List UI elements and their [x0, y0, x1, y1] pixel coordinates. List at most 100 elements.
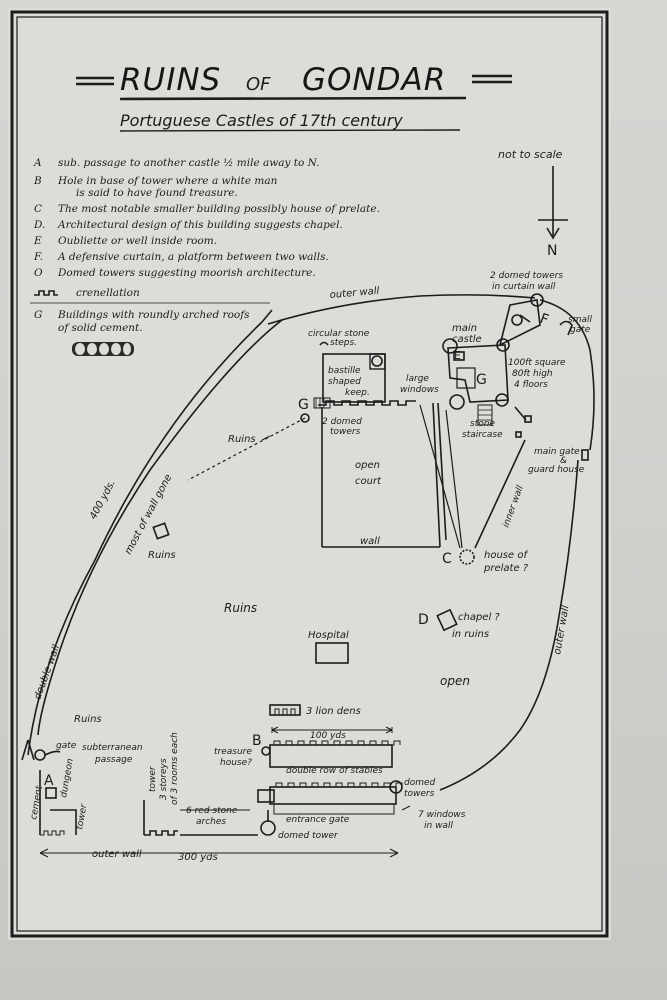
label-tower-1: tower [148, 765, 158, 792]
label-100ft-square: 100ft square [508, 358, 566, 368]
label-7-windows: 7 windows [418, 810, 466, 820]
label-tower-3: of 3 rooms each [170, 732, 180, 805]
label-gate: gate [570, 325, 591, 335]
legend-row-f: F. A defensive curtain, a platform betwee… [33, 251, 329, 263]
label-domed-tower: domed tower [278, 831, 339, 841]
legend-row-d: D.Architectural design of this building … [33, 219, 343, 231]
house-of-prelate [459, 549, 475, 565]
label-gate-sw: gate [56, 741, 77, 751]
double-wall-arrow-icon [21, 739, 35, 761]
crenellation-icon [34, 290, 58, 296]
label-prelate: prelate ? [483, 563, 529, 574]
marker-c: C [442, 551, 452, 567]
label-in-wall: in wall [424, 821, 453, 831]
label-staircase: staircase [462, 430, 503, 440]
compass: not to scale N [498, 148, 568, 259]
paper [8, 8, 611, 940]
label-chapel: chapel ? [458, 612, 500, 623]
label-wall: wall [360, 536, 380, 547]
marker-e: E [454, 349, 461, 362]
label-hospital: Hospital [308, 630, 349, 641]
legend-g-text: Buildings with roundly arched roofs [57, 309, 250, 321]
legend-g-text2: of solid cement. [58, 322, 143, 334]
label-treasure: treasure [214, 747, 252, 757]
title-of: OF [246, 74, 271, 95]
stables [257, 726, 411, 836]
svg-text:F.: F. [33, 251, 43, 263]
label-in-ruins: in ruins [452, 629, 489, 640]
label-open: open [440, 674, 470, 688]
arched-roof-icon [72, 342, 134, 356]
inner-frame [16, 16, 603, 932]
legend-row-o: O Domed towers suggesting moorish archite… [34, 267, 316, 279]
label-arches: arches [196, 817, 226, 827]
outer-walls [21, 294, 595, 791]
label-shaped: shaped [328, 377, 361, 387]
label-entrance-gate: entrance gate [286, 815, 350, 825]
outer-frame [10, 10, 609, 938]
label-domed-2: towers [404, 789, 435, 799]
label-6-red-stone: 6 red stone [186, 806, 238, 816]
label-steps: steps. [330, 338, 357, 348]
main-castle [442, 338, 589, 461]
north-label: N [547, 243, 557, 259]
label-double-row-stables: double row of stables [286, 766, 383, 776]
lion-dens [269, 704, 301, 716]
label-100-yds: 100 yds [310, 731, 346, 741]
svg-text:A: A [33, 157, 42, 169]
label-ruins-2: Ruins [148, 550, 176, 561]
label-windows: windows [400, 385, 439, 395]
label-2-domed-curtain: 2 domed towers [490, 271, 563, 281]
label-large: large [406, 374, 429, 384]
label-ampersand: & [560, 456, 567, 466]
svg-text:E: E [33, 235, 42, 247]
label-4-floors: 4 floors [514, 380, 548, 390]
label-in-curtain-wall: in curtain wall [492, 282, 556, 292]
subtitle: Portuguese Castles of 17th century [120, 111, 403, 130]
ruins-building [152, 522, 170, 540]
svg-text:Domed towers suggesting mooris: Domed towers suggesting moorish architec… [57, 267, 316, 279]
label-tower-left: tower [75, 802, 90, 830]
label-tower-2: 3 storeys [159, 758, 169, 800]
svg-text:C: C [34, 203, 42, 215]
label-guard-house: guard house [528, 465, 585, 475]
label-circular-steps: circular stone [308, 329, 370, 339]
label-small: small [568, 315, 592, 325]
svg-text:O: O [34, 267, 43, 279]
label-main: main [452, 323, 477, 334]
label-300-yds: 300 yds [178, 852, 218, 863]
svg-text:A defensive curtain, a platfor: A defensive curtain, a platform between … [57, 251, 329, 263]
label-house: house? [220, 758, 252, 768]
label-towers: towers [330, 427, 361, 437]
svg-text:The most notable smaller build: The most notable smaller building possib… [58, 203, 380, 215]
label-keep: keep. [345, 388, 370, 398]
label-outer-wall-top: outer wall [329, 286, 380, 301]
not-to-scale-note: not to scale [498, 148, 563, 161]
label-castle: castle [452, 334, 482, 345]
open-court-enclosure [187, 341, 526, 549]
svg-text:D.: D. [33, 219, 45, 231]
label-subterranean: subterranean [82, 743, 143, 753]
label-open-court-1: open [355, 460, 380, 471]
title-block: RUINS OF GONDAR Portuguese Castles of 17… [76, 62, 512, 132]
marker-d: D [418, 612, 429, 628]
label-main-gate: main gate [534, 447, 580, 457]
label-80ft-high: 80ft high [512, 369, 553, 379]
marker-a: A [44, 773, 54, 789]
legend-row-c: C The most notable smaller building possi… [34, 203, 380, 215]
label-lion-dens: 3 lion dens [306, 706, 361, 717]
title-gondar: GONDAR [302, 62, 446, 98]
label-2-domed: 2 domed [322, 417, 362, 427]
label-ruins-1: Ruins [228, 434, 256, 445]
svg-text:Hole in base of tower where a: Hole in base of tower where a white man [57, 175, 278, 187]
label-house-of: house of [484, 550, 528, 561]
label-passage: passage [94, 755, 133, 765]
north-arrow-icon [546, 227, 560, 240]
svg-text:sub. passage to another castle: sub. passage to another castle ½ mile aw… [58, 157, 320, 169]
